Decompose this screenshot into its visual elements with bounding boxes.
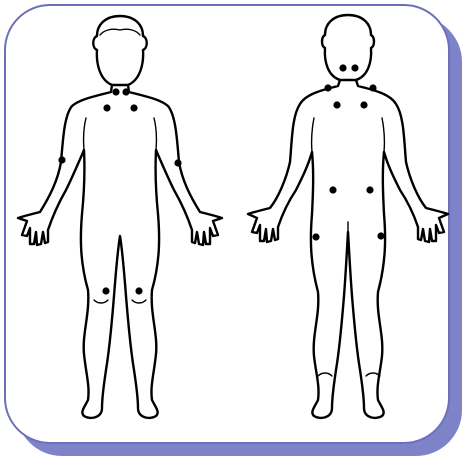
front-left-knee [94, 300, 108, 303]
back-marker [377, 232, 384, 239]
front-tender-points [58, 88, 181, 294]
back-right-inner-arm [382, 118, 384, 152]
front-marker [122, 88, 129, 95]
front-marker [112, 88, 119, 95]
back-head [322, 15, 374, 80]
back-marker [360, 101, 367, 108]
back-left-calf [318, 373, 332, 376]
front-marker [135, 287, 142, 294]
back-body-outline [248, 80, 448, 418]
back-marker [324, 84, 331, 91]
front-head [93, 16, 147, 85]
back-marker [351, 64, 358, 71]
back-marker [339, 64, 346, 71]
back-right-calf [366, 373, 380, 376]
back-marker [333, 101, 340, 108]
front-left-inner-arm [84, 118, 86, 150]
back-left-inner-arm [312, 118, 314, 152]
front-body-outline [18, 85, 222, 418]
front-right-inner-arm [154, 118, 156, 150]
back-marker [312, 233, 319, 240]
back-marker [329, 186, 336, 193]
front-right-knee [132, 300, 146, 303]
back-marker [366, 186, 373, 193]
front-figure [18, 16, 222, 418]
back-marker [369, 84, 376, 91]
back-figure [248, 15, 448, 418]
front-marker [103, 104, 110, 111]
front-marker [174, 159, 181, 166]
front-marker [130, 104, 137, 111]
front-marker [58, 156, 65, 163]
front-hair [100, 29, 140, 35]
front-marker [102, 287, 109, 294]
